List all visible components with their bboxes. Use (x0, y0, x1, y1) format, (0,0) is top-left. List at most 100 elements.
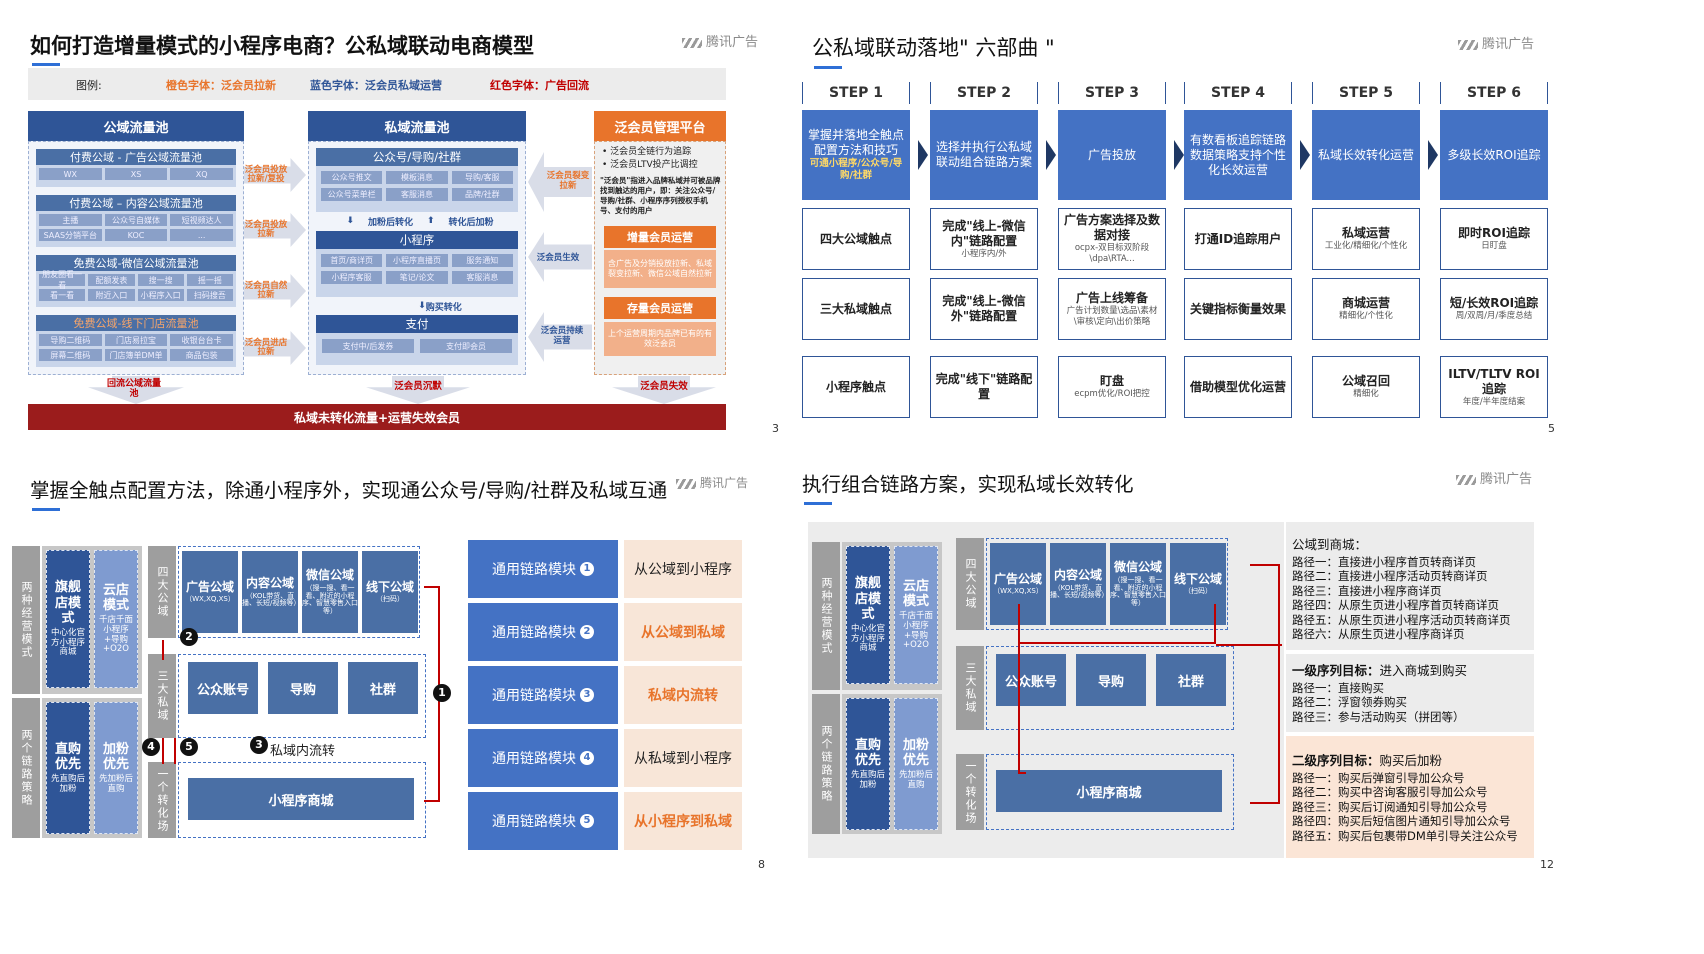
legend-red: 红色字体：广告回流 (490, 79, 589, 92)
brand-logo: 腾讯广告 (676, 474, 748, 491)
platform-bullets: • 泛会员全链行为追踪 • 泛会员LTV投产比调控 (602, 146, 724, 172)
chip: 小程序入口 (137, 289, 184, 301)
conversion-label: 一个转化场 (956, 754, 984, 830)
chip: 门店易拉宝 (104, 334, 168, 346)
private-group-miniprogram: 小程序 首页/商详页 小程序直播页 服务通知 小程序客服 笔记/论文 客服消息 (316, 231, 518, 297)
path-panel-3 (1286, 736, 1534, 858)
platform-note: "泛会员"指进入品牌私域并可被品牌找到触达的用户，即：关注公众号/导购/社群、小… (600, 176, 721, 215)
public-channel-desc: （WX,XQ,XS） (993, 587, 1043, 596)
public-channel-card: 内容公域（KOL带货、直播、长短/视频等） (242, 551, 300, 633)
step-head-box: 掌握并落地全触点配置方法和技巧可通小程序/公众号/导购/社群 (802, 110, 910, 200)
public-channel-card: 线下公域（扫码） (362, 551, 418, 633)
chevron-right-icon (1046, 140, 1056, 170)
step-number-badge: 2 (180, 628, 198, 646)
chip: 支付即会员 (420, 339, 512, 353)
step-head-text: 多级长效ROI追踪 (1447, 147, 1541, 162)
legend-blue: 蓝色字体：泛会员私域运营 (310, 79, 442, 92)
path-item: 路径五：从原生页进小程序活动页转商详页 (1292, 612, 1511, 627)
path-list-3: 二级序列目标：购买后加粉 路径一：购买后弹窗引导加公众号 路径二：购买中咨询客服… (1292, 753, 1532, 843)
flow-label: ⬇加粉后转化 ⬆转化后加粉 (340, 214, 500, 228)
step-cell-note: 小程序内/外 (961, 248, 1007, 259)
route-module-label: 通用链路模块 (492, 751, 576, 767)
public-channel-card: 线下公域（扫码） (1170, 543, 1226, 625)
public-channel-card: 内容公域（KOL带货、直播、长短/视频等） (1050, 543, 1108, 625)
private-channel-card: 导购 (268, 662, 338, 714)
step-cell-text: 完成"线上-微信内"链路配置 (942, 218, 1026, 248)
step-label: STEP 3 (1058, 82, 1166, 104)
step-head-box: 多级长效ROI追踪 (1440, 110, 1548, 200)
mode-group-label: 两种经营模式 (812, 542, 840, 690)
strategy-group-label: 两个链路策略 (812, 694, 840, 834)
route-module-number: 5 (580, 814, 594, 828)
chip: 主播 (39, 214, 102, 226)
mode-card: 云店模式千店千面小程序+导购+O2O (94, 550, 138, 688)
flow-text: 购买转化 (425, 302, 462, 313)
public-domain-label: 四大公域 (956, 538, 984, 630)
route-module-button[interactable]: 通用链路模块 4 (468, 729, 618, 787)
route-module-desc: 从公域到小程序 (624, 540, 742, 598)
existing-member-ops: 存量会员运营 (604, 297, 716, 319)
mode-card-title: 加粉优先 (102, 741, 129, 773)
mode-card-title: 直购优先 (854, 737, 881, 769)
mode-card-title: 旗舰店模式 (854, 575, 881, 623)
public-channel-title: 微信公域 (305, 568, 354, 583)
path-item: 路径三：参与活动购买（拼团等） (1292, 709, 1465, 724)
chip: 模板消息 (386, 171, 448, 184)
silent-label: 泛会员沉默 (394, 381, 442, 392)
title-underline (814, 66, 842, 69)
chip: 客服消息 (451, 271, 513, 284)
step-cell: 广告上线筹备广告计划数量\选品\素材\审核\定向\出价策略 (1058, 278, 1166, 340)
flow-line (1018, 604, 1020, 774)
step-cell-note: 工业化/精细化/个性化 (1324, 241, 1408, 252)
flow-label: ⬇购买转化 (400, 299, 480, 313)
chip: KOC (104, 229, 168, 241)
flow-text: 加粉后转化 (367, 217, 413, 228)
page-number: 8 (758, 858, 765, 871)
path-item: 路径四：从原生页进小程序首页转商详页 (1292, 598, 1499, 612)
step-cell: 三大私域触点 (802, 278, 910, 340)
step-cell-text: 借助模型优化运营 (1189, 379, 1286, 394)
private-channel-card: 公众账号 (996, 654, 1066, 706)
group-title: 小程序 (316, 231, 518, 249)
mode-card-title: 加粉优先 (902, 737, 929, 769)
step-cell-text: 私域运营 (1341, 226, 1390, 241)
title-underline (32, 508, 60, 511)
inner-flow-label: 私域内流转 (270, 744, 336, 759)
chevron-right-icon (918, 140, 928, 170)
public-channel-desc: （WX,XQ,XS） (185, 595, 235, 604)
route-module-number: 4 (580, 751, 594, 765)
mode-card-title: 旗舰店模式 (54, 579, 81, 627)
step-head-note: 可通小程序/公众号/导购/社群 (809, 158, 903, 181)
path-panel-2 (1286, 654, 1534, 732)
step-cell: 商城运营精细化/个性化 (1312, 278, 1420, 340)
step-head-box: 私域长效转化运营 (1312, 110, 1420, 200)
public-channel-desc: （扫码） (376, 595, 404, 604)
mode-card: 旗舰店模式中心化官方小程序商城 (846, 546, 890, 684)
incremental-member-desc: 含广告及分销投放拉新、私域裂变拉新、微信公域自然拉新 (604, 250, 716, 288)
step-cell-text: 即时ROI追踪 (1458, 226, 1530, 241)
bullet-text: 泛会员LTV投产比调控 (610, 160, 698, 170)
chip: 商品包装 (170, 349, 233, 361)
page-title: 掌握全触点配置方法，除通小程序外，实现通公众号/导购/社群及私域互通 (30, 479, 668, 502)
group-title: 支付 (316, 315, 518, 333)
step-cell: 借助模型优化运营 (1184, 356, 1292, 418)
step-cell-note: ecpm优化/ROI把控 (1074, 389, 1150, 400)
step-cell-text: 小程序触点 (825, 379, 886, 394)
flow-label: 泛会员裂变拉新 (546, 171, 590, 191)
private-domain-box (178, 654, 426, 738)
chevron-right-icon (1174, 140, 1184, 170)
route-module-number: 1 (580, 562, 594, 576)
step-head-box: 广告投放 (1058, 110, 1166, 200)
brand-logo: 腾讯广告 (1458, 33, 1534, 52)
mode-card-desc: 千店千面小程序+导购+O2O (898, 611, 933, 651)
path-list-heading: 一级序列目标：进入商城到购买 (1292, 663, 1532, 679)
mode-card-title: 直购优先 (54, 741, 81, 773)
step-label: STEP 4 (1184, 82, 1292, 104)
path-panel-1 (1286, 522, 1534, 650)
public-channel-title: 线下公域 (365, 579, 414, 594)
group-title: 免费公域-线下门店流量池 (36, 315, 236, 331)
